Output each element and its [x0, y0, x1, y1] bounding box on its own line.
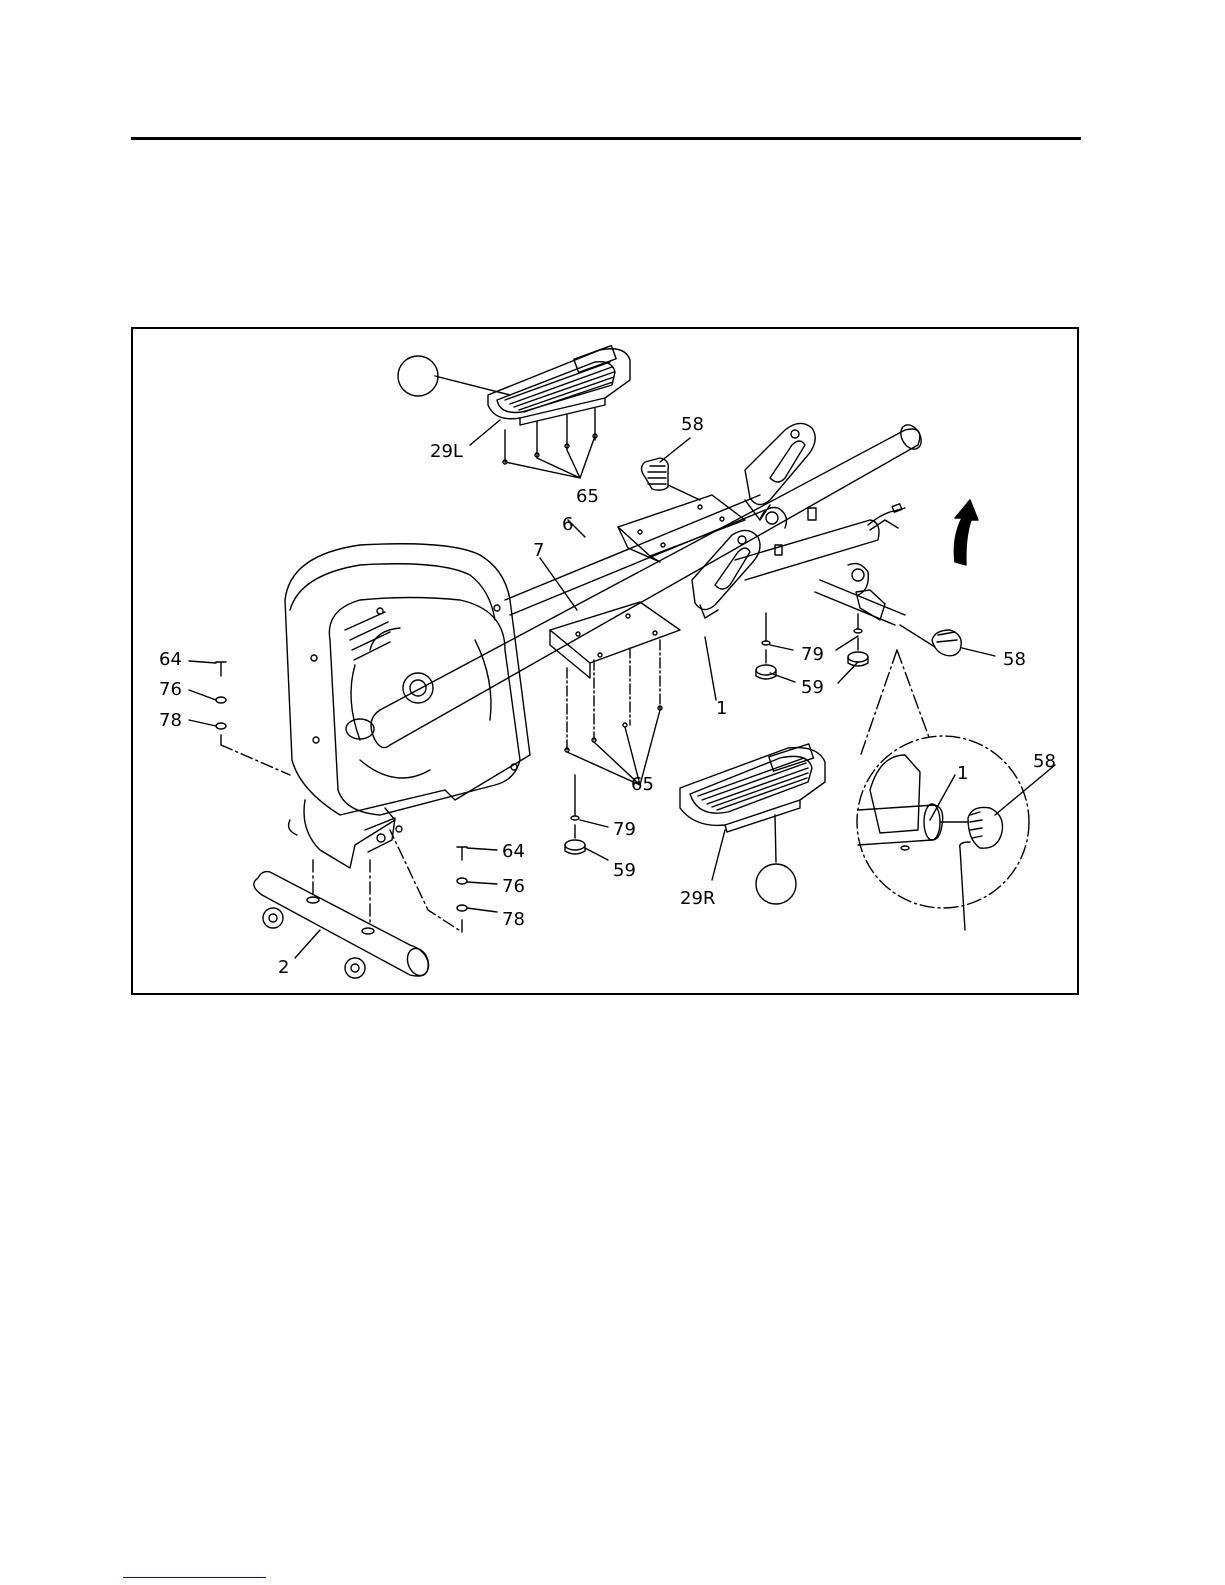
label-58-right: 58 [1003, 649, 1026, 670]
callout-circle-right [756, 864, 796, 904]
label-59-mid: 59 [613, 860, 636, 881]
label-64-left: 64 [159, 649, 182, 670]
label-29L: 29L [430, 441, 463, 462]
label-65-bottom: 65 [631, 774, 654, 795]
fasteners-left [216, 662, 290, 775]
detail-callout [857, 650, 1029, 930]
pedal-29R [680, 744, 825, 832]
label-59-right: 59 [801, 677, 824, 698]
part-labels: 29L 65 58 6 7 64 76 78 1 79 59 58 65 79 … [159, 414, 1056, 978]
pedal-plate-upper [618, 495, 745, 562]
label-65-top: 65 [576, 486, 599, 507]
end-cap-top [642, 458, 701, 500]
screws-65-bottom [565, 640, 662, 752]
label-79-mid: 79 [613, 819, 636, 840]
label-1-detail: 1 [957, 763, 968, 784]
pedal-29L-screws [503, 408, 597, 464]
main-rail [371, 421, 925, 747]
label-1-main: 1 [716, 698, 727, 719]
callout-circle-left [398, 356, 438, 396]
label-78-left: 78 [159, 710, 182, 731]
pivot-arm-upper [745, 423, 815, 520]
flywheel-neck [289, 800, 395, 868]
label-2: 2 [278, 957, 289, 978]
label-64-mid: 64 [502, 841, 525, 862]
label-76-left: 76 [159, 679, 182, 700]
bottom-link-rule [123, 1577, 266, 1578]
fasteners-middle [313, 830, 467, 932]
label-78-mid: 78 [502, 909, 525, 930]
flywheel-housing [285, 544, 530, 832]
label-76-mid: 76 [502, 876, 525, 897]
label-79-right: 79 [801, 644, 824, 665]
rotation-arrow-icon [954, 500, 978, 565]
label-58-top: 58 [681, 414, 704, 435]
label-7: 7 [533, 540, 544, 561]
sensor-plug [892, 504, 902, 512]
pivot-arm-lower [692, 530, 760, 618]
label-6: 6 [562, 514, 573, 535]
foot-leveler-middle [565, 775, 585, 854]
rear-bar [735, 508, 905, 625]
label-29R: 29R [680, 888, 715, 909]
end-cap-right [900, 625, 961, 656]
pedal-29L [488, 346, 630, 425]
label-58-detail: 58 [1033, 751, 1056, 772]
